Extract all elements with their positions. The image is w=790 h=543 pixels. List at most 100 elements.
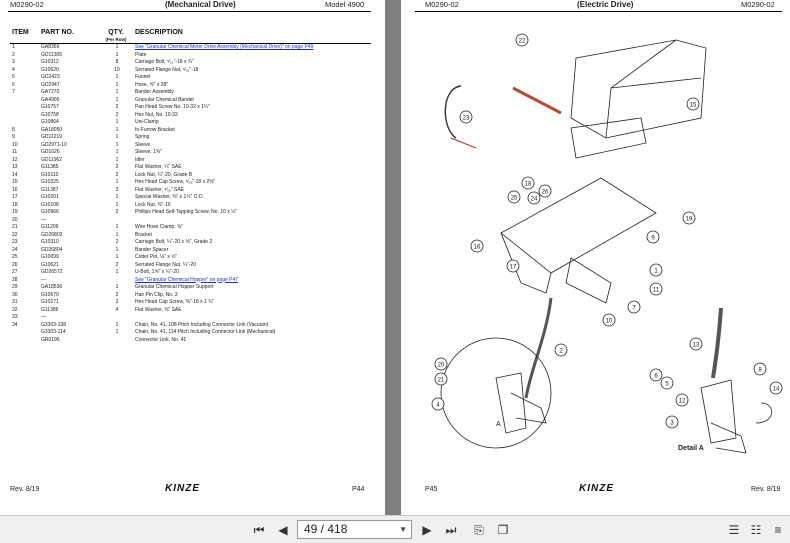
row-item: 14 bbox=[12, 171, 18, 178]
row-part-number: G10312 bbox=[41, 59, 59, 65]
header-doc-code: M0290-02 bbox=[10, 0, 44, 9]
single-page-view-icon[interactable]: ☰ bbox=[728, 523, 740, 537]
row-part-number: G10864 bbox=[41, 119, 59, 125]
row-item: 11 bbox=[12, 149, 18, 155]
callout-21: 21 bbox=[434, 372, 448, 386]
page-number-select[interactable]: 49 / 418 ▼ bbox=[297, 520, 412, 539]
row-description: Plate bbox=[135, 51, 147, 58]
continuous-view-icon[interactable]: ≡ bbox=[774, 523, 782, 537]
row-description: Carriage Bolt, ⁵⁄₁₆"-18 x ¾" bbox=[135, 59, 194, 65]
row-part-number: GA7270 bbox=[41, 89, 60, 95]
first-page-icon[interactable]: ⏮ bbox=[253, 523, 265, 537]
col-qty-sub: (Per Row) bbox=[105, 37, 127, 42]
row-part-number: GD11305 bbox=[41, 51, 63, 58]
callout-number: 9 bbox=[651, 235, 655, 241]
row-item: 29 bbox=[12, 284, 18, 290]
next-page-icon[interactable]: ▶ bbox=[422, 523, 432, 537]
callout-3: 3 bbox=[665, 415, 679, 429]
col-description: DESCRIPTION bbox=[135, 29, 183, 36]
row-item: 28 bbox=[12, 276, 18, 283]
callout-number: 15 bbox=[690, 102, 697, 108]
row-description: Pan Head Screw No. 10-32 x 1¼" bbox=[135, 104, 210, 110]
row-quantity: 1 bbox=[115, 284, 119, 290]
col-part: PART NO. bbox=[41, 29, 74, 36]
row-description: U-Bolt, 1⅝" x ¼"-20 bbox=[135, 269, 179, 275]
row-part-number: GR0196 bbox=[41, 336, 60, 343]
col-item: ITEM bbox=[12, 29, 29, 36]
callout-15: 15 bbox=[686, 97, 700, 111]
row-item: 5 bbox=[12, 74, 15, 80]
row-description: Funnel bbox=[135, 74, 151, 80]
row-description: Carriage Bolt, ¼"-20 x ⅝", Grade 2 bbox=[135, 239, 213, 245]
row-part-number: G11385 bbox=[41, 164, 59, 170]
row-part-number: G10110 bbox=[41, 171, 59, 178]
row-description: Bander Spacer bbox=[135, 246, 169, 253]
chevron-down-icon: ▼ bbox=[399, 525, 407, 534]
copy-icon[interactable]: ⎘ bbox=[474, 523, 484, 537]
row-quantity: 1 bbox=[115, 269, 119, 275]
last-page-icon[interactable]: ⏭ bbox=[445, 523, 457, 537]
callout-number: 12 bbox=[679, 398, 686, 404]
row-quantity: 1 bbox=[115, 254, 119, 260]
row-item: 33 bbox=[12, 314, 18, 320]
row-part-number: G11387 bbox=[41, 186, 59, 193]
row-item: 4 bbox=[12, 66, 15, 73]
callout-6: 6 bbox=[649, 368, 663, 382]
footer-page-number: P45 bbox=[425, 486, 438, 493]
callout-14: 14 bbox=[769, 381, 783, 395]
row-item: 1 bbox=[12, 44, 15, 50]
callout-number: 11 bbox=[653, 287, 660, 293]
callout-number: 1 bbox=[654, 268, 658, 274]
row-part-number: G10670 bbox=[41, 291, 59, 298]
row-part-number: GA18050 bbox=[41, 126, 63, 133]
row-description: Lock Nut, ⅜"-16 bbox=[135, 201, 171, 208]
row-part-number: GD2423 bbox=[41, 74, 60, 80]
row-item: 6 bbox=[12, 81, 15, 88]
kinze-logo: KINZE bbox=[165, 483, 200, 494]
callout-18: 18 bbox=[521, 176, 535, 190]
row-item: 23 bbox=[12, 239, 18, 245]
row-item: 8 bbox=[12, 126, 15, 133]
row-quantity: 1 bbox=[115, 126, 119, 133]
row-quantity: 1 bbox=[115, 156, 119, 163]
row-quantity: 1 bbox=[115, 74, 119, 80]
row-quantity: 2 bbox=[115, 111, 119, 118]
row-description-link[interactable]: See "Granular Chemical Meter Drive Assem… bbox=[135, 44, 314, 50]
row-item: 22 bbox=[12, 231, 18, 238]
two-page-view-icon[interactable]: ☷ bbox=[750, 523, 762, 537]
callout-5: 5 bbox=[660, 376, 674, 390]
row-description: Serrated Flange Nut, ⁵⁄₁₆"-18 bbox=[135, 66, 199, 73]
table-row: 28—See "Granular Chemical Hopper" on pag… bbox=[12, 277, 372, 285]
callout-13: 13 bbox=[689, 337, 703, 351]
footer-rev: Rev. 8/19 bbox=[751, 486, 781, 493]
row-quantity: 1 bbox=[115, 96, 119, 103]
table-row: 20— bbox=[12, 217, 372, 225]
kinze-logo: KINZE bbox=[579, 483, 614, 494]
callout-number: 6 bbox=[654, 373, 658, 379]
row-quantity: 1 bbox=[115, 44, 119, 50]
prev-page-icon[interactable]: ◀ bbox=[278, 523, 288, 537]
duplicate-icon[interactable]: ❐ bbox=[497, 523, 509, 537]
pdf-toolbar: ⏮ ◀ 49 / 418 ▼ ▶ ⏭ ⎘ ❐ ☰ ☷ ≡ bbox=[0, 515, 790, 543]
row-description-link[interactable]: See "Granular Chemical Hopper" on page P… bbox=[135, 276, 239, 283]
callout-26: 26 bbox=[538, 184, 552, 198]
header-model: M0290-02 bbox=[425, 0, 459, 9]
row-part-number: G10620 bbox=[41, 66, 59, 73]
row-item: 30 bbox=[12, 291, 18, 298]
row-quantity: 2 bbox=[115, 299, 119, 305]
callout-9: 9 bbox=[646, 230, 660, 244]
